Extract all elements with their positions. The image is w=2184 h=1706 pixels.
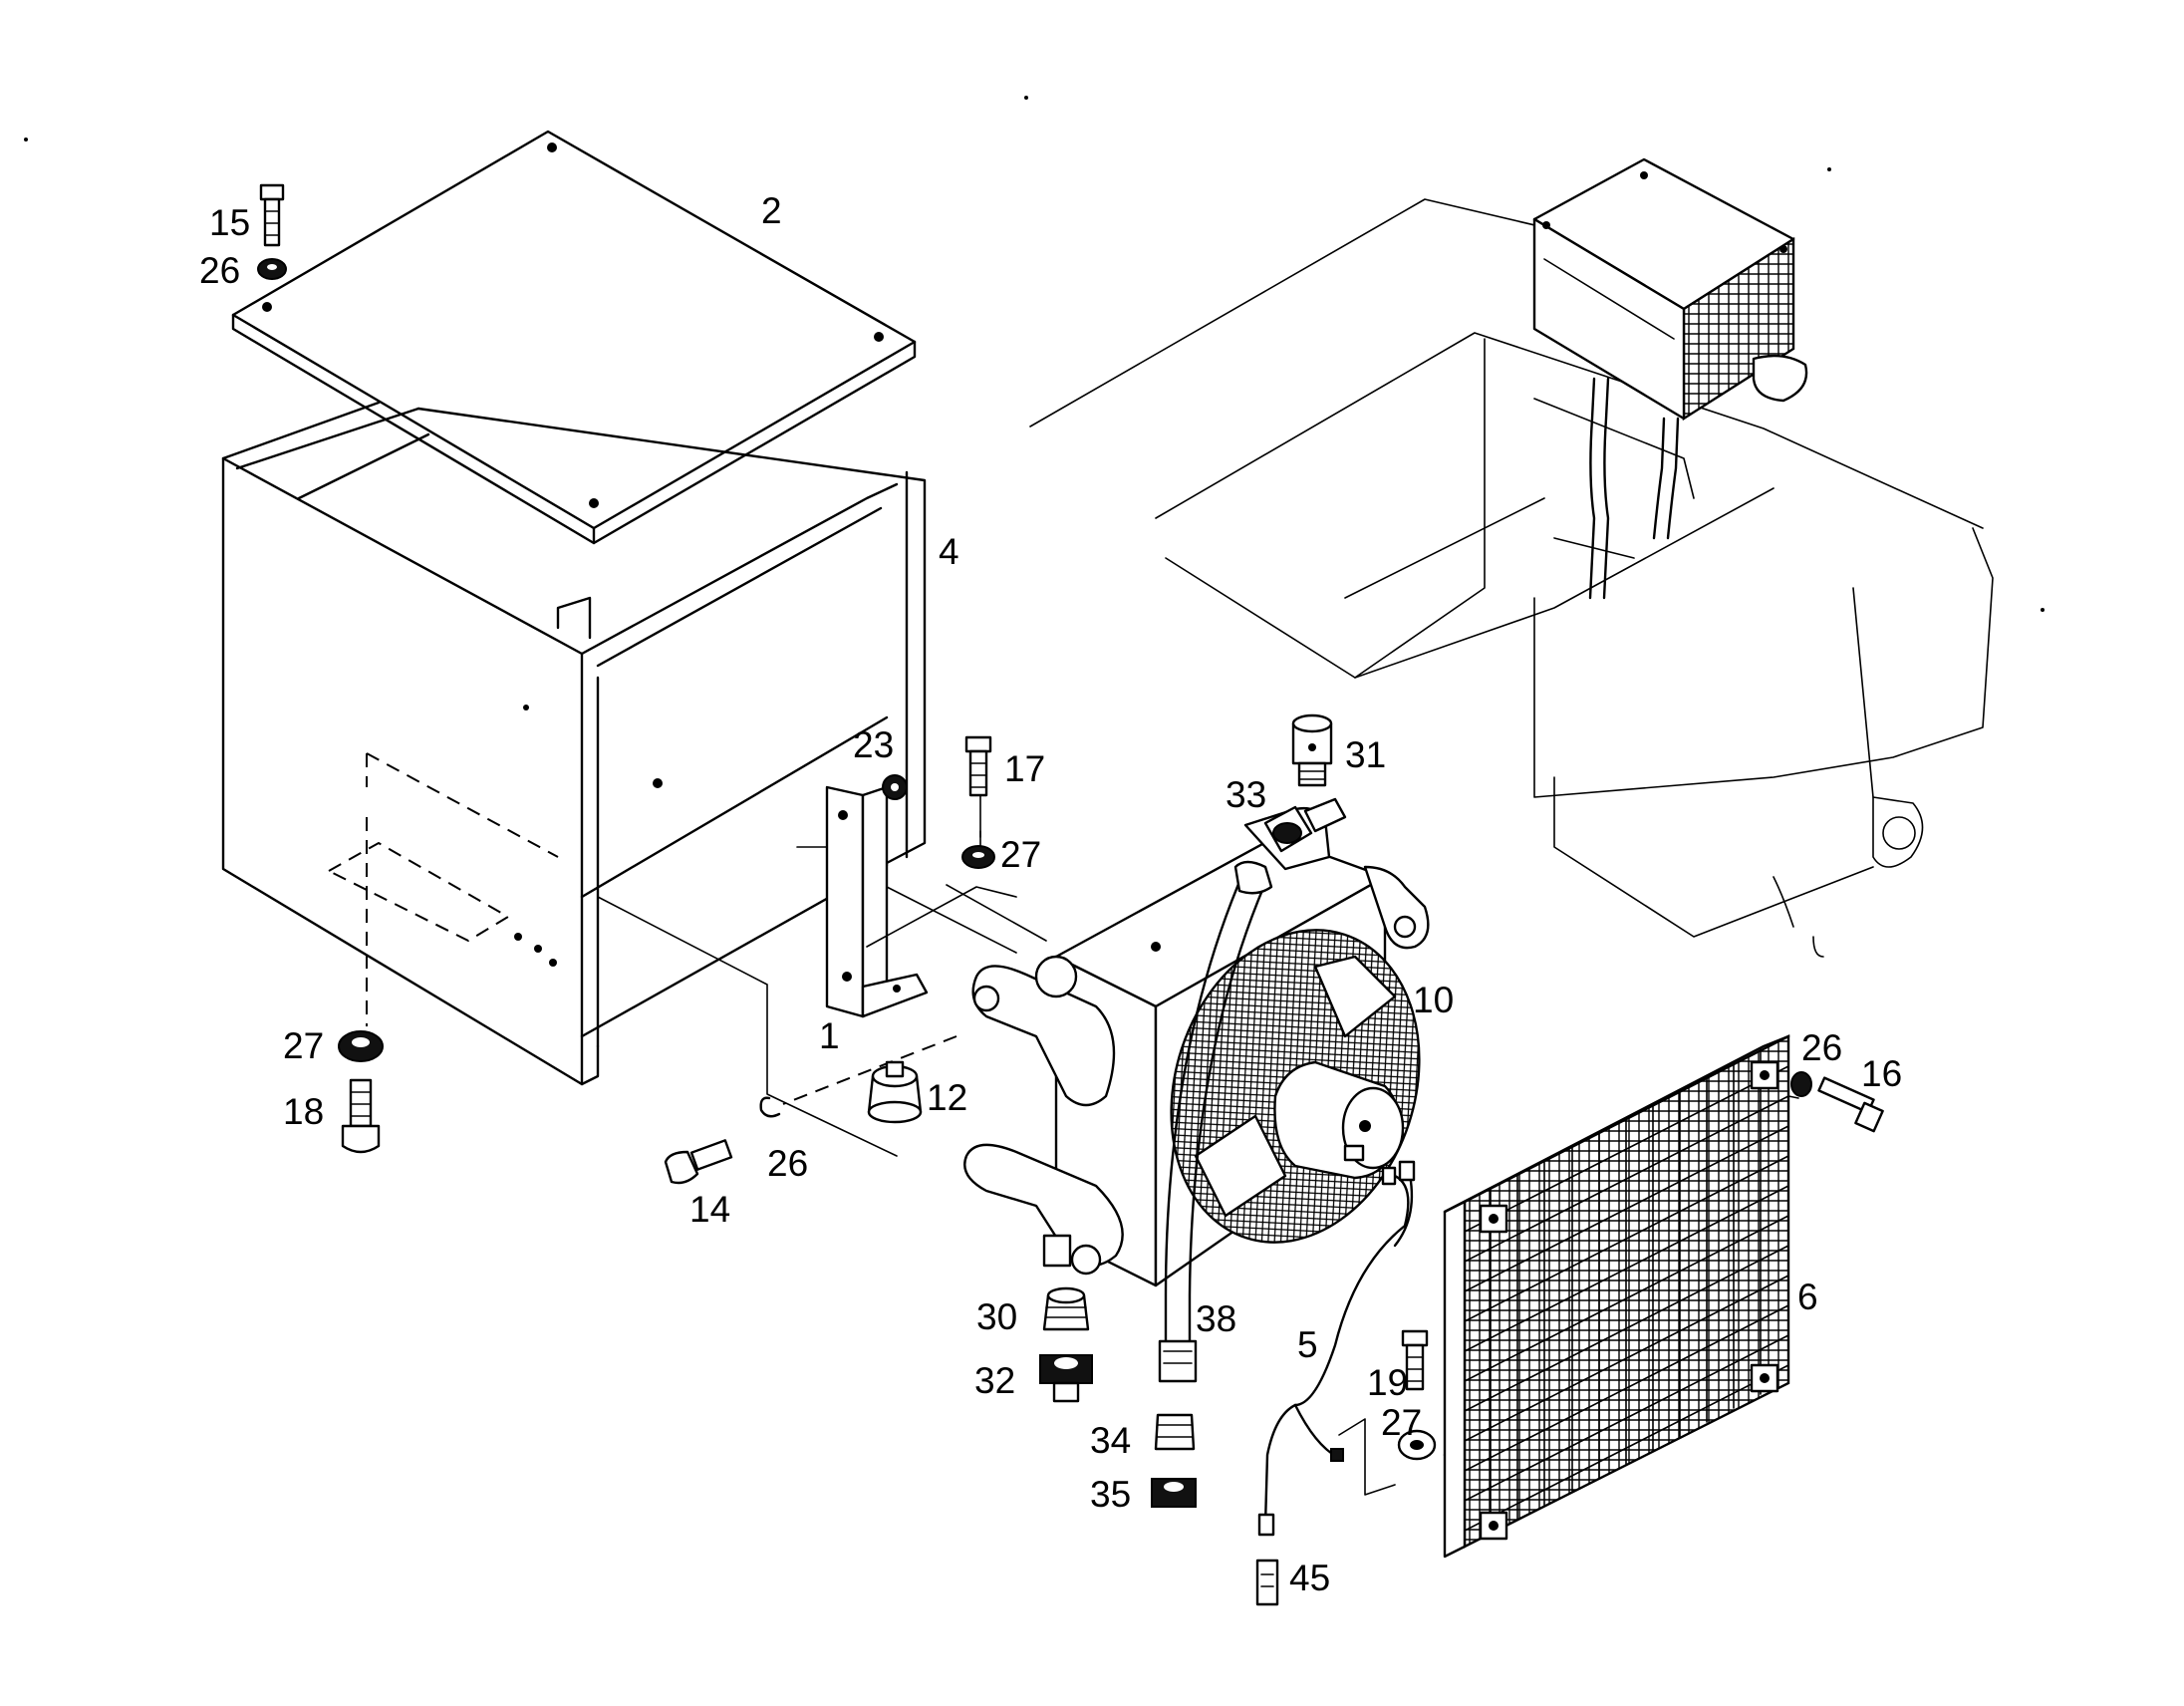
label-27-left: 27 (283, 1025, 324, 1066)
label-30: 30 (976, 1296, 1017, 1337)
washer-26-top (257, 258, 287, 280)
part-labels: 2 15 26 4 23 17 27 31 33 10 1 27 18 12 2… (199, 190, 1902, 1598)
bolt-15 (259, 183, 285, 247)
bolt-16 (1817, 1076, 1884, 1133)
connector-45 (1255, 1559, 1279, 1606)
grille (1443, 1034, 1790, 1559)
washer-27-lower (1397, 1429, 1437, 1461)
rubber-mount-12 (867, 1060, 923, 1124)
label-38: 38 (1196, 1298, 1236, 1339)
label-34: 34 (1090, 1420, 1131, 1461)
cooler-radiator (963, 806, 1430, 1287)
label-45: 45 (1289, 1558, 1330, 1598)
nut-32 (1039, 1354, 1093, 1403)
fitting-34 (1154, 1413, 1196, 1451)
label-33: 33 (1226, 774, 1266, 815)
washer-26-mid (759, 1096, 781, 1118)
label-4: 4 (939, 531, 959, 572)
label-26-mid: 26 (767, 1143, 808, 1184)
cover-plate (231, 130, 917, 545)
label-23: 23 (853, 724, 894, 765)
assembly-lines (597, 778, 1799, 1157)
fitting-33 (1263, 797, 1347, 853)
label-35: 35 (1090, 1474, 1131, 1515)
wiring-harness (1257, 1160, 1416, 1537)
bolt-17 (964, 735, 992, 797)
label-19: 19 (1367, 1362, 1408, 1403)
fitting-30 (1042, 1286, 1090, 1331)
vehicle-body (1029, 157, 1994, 958)
label-10: 10 (1413, 980, 1454, 1020)
label-31: 31 (1345, 734, 1386, 775)
washer-27-left (338, 1030, 384, 1062)
label-1: 1 (819, 1015, 840, 1056)
label-17: 17 (1004, 748, 1045, 789)
bolt-19 (1401, 1329, 1429, 1391)
hose (1158, 860, 1273, 1383)
label-32: 32 (974, 1360, 1015, 1401)
mounting-bracket (796, 785, 929, 1018)
label-16: 16 (1861, 1053, 1902, 1094)
label-6: 6 (1797, 1277, 1818, 1317)
label-2: 2 (761, 190, 782, 231)
plug-31 (1291, 713, 1333, 787)
label-15: 15 (209, 202, 250, 243)
label-12: 12 (927, 1077, 967, 1118)
label-5: 5 (1297, 1324, 1318, 1365)
nut-23 (882, 774, 908, 800)
nut-35 (1151, 1478, 1197, 1508)
housing-box (221, 401, 927, 1086)
label-27-lower: 27 (1381, 1402, 1422, 1443)
washer-26-right (1790, 1071, 1812, 1097)
label-26-top: 26 (199, 250, 240, 291)
label-26-right: 26 (1801, 1027, 1842, 1068)
label-14: 14 (689, 1189, 730, 1230)
label-18: 18 (283, 1091, 324, 1132)
label-27-upper: 27 (1000, 834, 1041, 875)
washer-27-upper (961, 845, 995, 869)
bolt-18 (341, 1078, 381, 1154)
bolt-14 (664, 1139, 733, 1185)
